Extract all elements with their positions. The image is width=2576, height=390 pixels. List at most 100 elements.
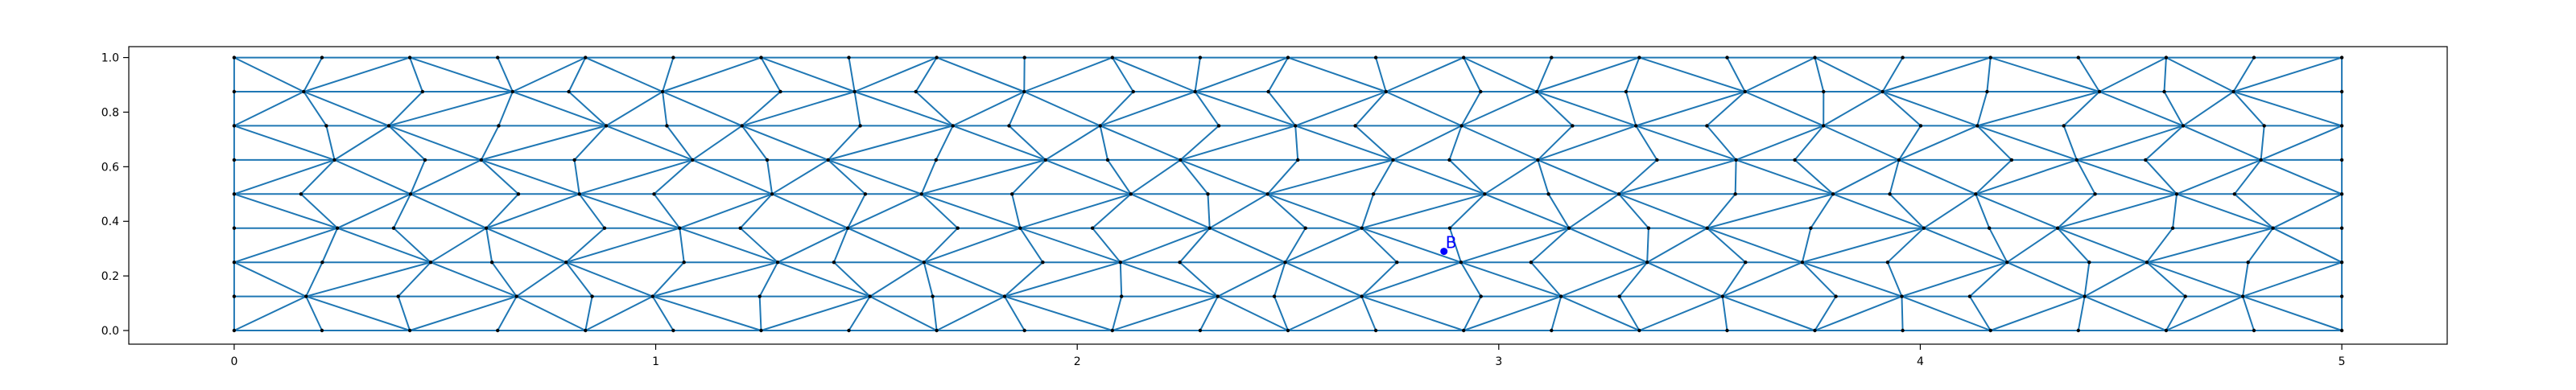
mesh-node (1099, 124, 1102, 127)
mesh-node (2340, 261, 2343, 264)
mesh-node (2340, 192, 2343, 195)
mesh-node (1294, 124, 1297, 127)
mesh-node (409, 192, 412, 195)
mesh-node (233, 90, 236, 93)
mesh-node (1286, 55, 1290, 59)
mesh-node (1975, 124, 1979, 127)
mesh-node (2340, 227, 2343, 230)
mesh-node (2093, 192, 2096, 195)
mesh-node (1206, 192, 1209, 195)
mesh-node (1897, 158, 1901, 162)
mesh-node (847, 55, 850, 59)
mesh-node (914, 90, 918, 93)
mesh-node (480, 158, 483, 162)
mesh-node (1550, 329, 1553, 332)
mesh-node (2340, 329, 2343, 332)
mesh-node (1391, 158, 1394, 162)
mesh-node (1208, 227, 1212, 230)
mesh-node (1023, 55, 1026, 59)
mesh-node (408, 55, 411, 59)
mesh-node (2252, 329, 2256, 332)
mesh-node (1448, 227, 1451, 230)
mesh-node (496, 329, 499, 332)
mesh-node (1536, 158, 1539, 162)
x-tick-label: 5 (2339, 355, 2346, 368)
mesh-node (1831, 192, 1835, 195)
mesh-node (1900, 294, 1903, 298)
mesh-node (1483, 192, 1486, 195)
mesh-node (2340, 158, 2343, 162)
y-tick-label: 0.6 (101, 161, 119, 174)
mesh-node (1193, 90, 1196, 93)
mesh-node (1179, 158, 1182, 162)
mesh-node (1550, 55, 1553, 59)
mesh-node (392, 227, 395, 230)
mesh-node (1725, 329, 1728, 332)
mesh-node (691, 158, 694, 162)
mesh-node (1734, 192, 1737, 195)
mesh-node (920, 192, 923, 195)
mesh-node (2165, 329, 2168, 332)
mesh-node (2233, 192, 2236, 195)
mesh-node (1199, 329, 1202, 332)
mesh-node (1822, 90, 1825, 93)
mesh-node (564, 261, 568, 264)
mesh-node (759, 329, 762, 332)
mesh-node (1988, 227, 1991, 230)
mesh-node (1132, 90, 1135, 93)
x-tick-label: 3 (1495, 355, 1502, 368)
mesh-node (515, 294, 518, 298)
mesh-node (935, 158, 938, 162)
mesh-node (1018, 227, 1022, 230)
mesh-node (572, 158, 576, 162)
mesh-node (827, 158, 830, 162)
mesh-node (652, 192, 655, 195)
mesh-node (1809, 227, 1812, 230)
mesh-node (1119, 261, 1122, 264)
mesh-node (2144, 158, 2147, 162)
mesh-node (1044, 158, 1047, 162)
mesh-node (1374, 55, 1377, 59)
mesh-node (1129, 192, 1133, 195)
mesh-node (935, 329, 938, 332)
mesh-node (387, 124, 390, 127)
x-tick-label: 1 (652, 355, 659, 368)
mesh-node (590, 294, 593, 298)
mesh-node (1111, 329, 1114, 332)
mesh-node (1634, 124, 1637, 127)
mesh-node (2271, 227, 2274, 230)
mesh-node (1374, 329, 1377, 332)
mesh-node (429, 261, 432, 264)
mesh-node (1178, 261, 1181, 264)
mesh-node (320, 329, 324, 332)
mesh-node (1360, 227, 1364, 230)
mesh-node (776, 261, 779, 264)
mesh-node (2231, 90, 2235, 93)
mesh-node (1286, 329, 1290, 332)
mesh-node (1360, 294, 1363, 298)
mesh-node (2340, 55, 2343, 59)
mesh-node (2083, 294, 2086, 298)
mesh-node (332, 158, 336, 162)
mesh-node (2182, 124, 2185, 127)
mesh-node (2263, 124, 2266, 127)
mesh-node (1559, 294, 1563, 298)
mesh-node (935, 55, 938, 59)
mesh-node (1744, 261, 1747, 264)
mesh-node (651, 294, 654, 298)
mesh-node (1655, 158, 1658, 162)
mesh-node (1546, 192, 1550, 195)
mesh-node (1645, 261, 1649, 264)
mesh-node (2162, 90, 2165, 93)
mesh-node (1217, 124, 1220, 127)
mesh-node (2098, 90, 2101, 93)
mesh-node (408, 329, 411, 332)
mesh-node (1734, 158, 1737, 162)
mesh-node (496, 55, 499, 59)
mesh-node (1637, 55, 1641, 59)
mesh-node (1353, 124, 1356, 127)
mesh-node (324, 124, 328, 127)
mesh-node (1265, 192, 1269, 195)
